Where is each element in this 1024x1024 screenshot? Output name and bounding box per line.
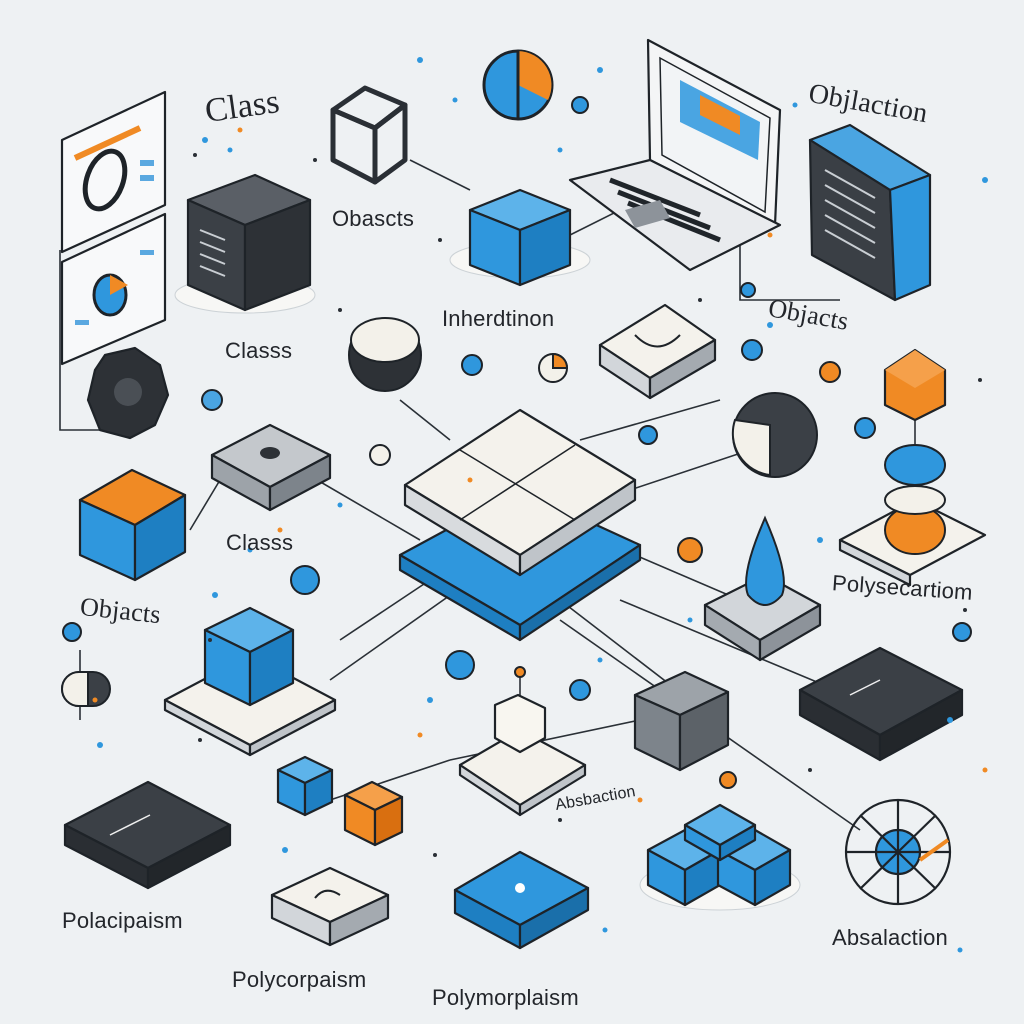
- cube-icon: [449, 188, 591, 287]
- blue-slab-icon: [453, 850, 590, 950]
- label-inheritance: Inherdtinon: [442, 306, 555, 331]
- label-absalaction: Absalaction: [832, 925, 948, 950]
- cube-on-platform-icon: [163, 606, 337, 757]
- gear-icon: [86, 346, 170, 440]
- hex-cube-icon: [883, 348, 947, 422]
- node-sphere-icon: [731, 392, 818, 478]
- target-icon: [844, 798, 952, 906]
- capsule-icon: [61, 671, 111, 707]
- button-platform-bottom: [270, 866, 390, 947]
- button-platform-top: [598, 303, 717, 400]
- wireframe-cube-icon: [330, 85, 408, 185]
- dark-slab-icon: [798, 646, 964, 762]
- chart-panel-top: [60, 90, 167, 254]
- central-platform: [398, 408, 642, 642]
- stack-tower-icon: [838, 444, 987, 587]
- small-cubes-icon: [276, 755, 404, 847]
- cube-cluster-icon: [639, 803, 801, 911]
- orange-top-cube-icon: [78, 468, 187, 582]
- label-obascts: Obascts: [332, 206, 415, 231]
- label-class-mid: Classs: [225, 338, 293, 363]
- gray-cube-icon: [633, 670, 730, 772]
- document-panel-icon: [808, 123, 932, 302]
- speckles: [92, 57, 988, 953]
- button-platform-gray: [210, 423, 332, 512]
- dot-nodes: [62, 96, 972, 789]
- sphere-icon: [348, 317, 422, 392]
- drop-icon: [703, 515, 822, 662]
- hex-node-icon: [458, 693, 587, 817]
- label-class-low: Classs: [226, 530, 294, 555]
- label-polacipaism: Polacipaism: [62, 908, 183, 933]
- label-polymorplaism: Polymorplaism: [432, 985, 579, 1010]
- pie-chart-icon: [482, 49, 554, 121]
- server-icon: [174, 173, 316, 314]
- dark-slab-left-icon: [63, 780, 232, 890]
- label-polycorpaism: Polycorpaism: [232, 967, 367, 992]
- chart-panel-bottom: [60, 212, 167, 366]
- laptop-icon: [568, 38, 782, 272]
